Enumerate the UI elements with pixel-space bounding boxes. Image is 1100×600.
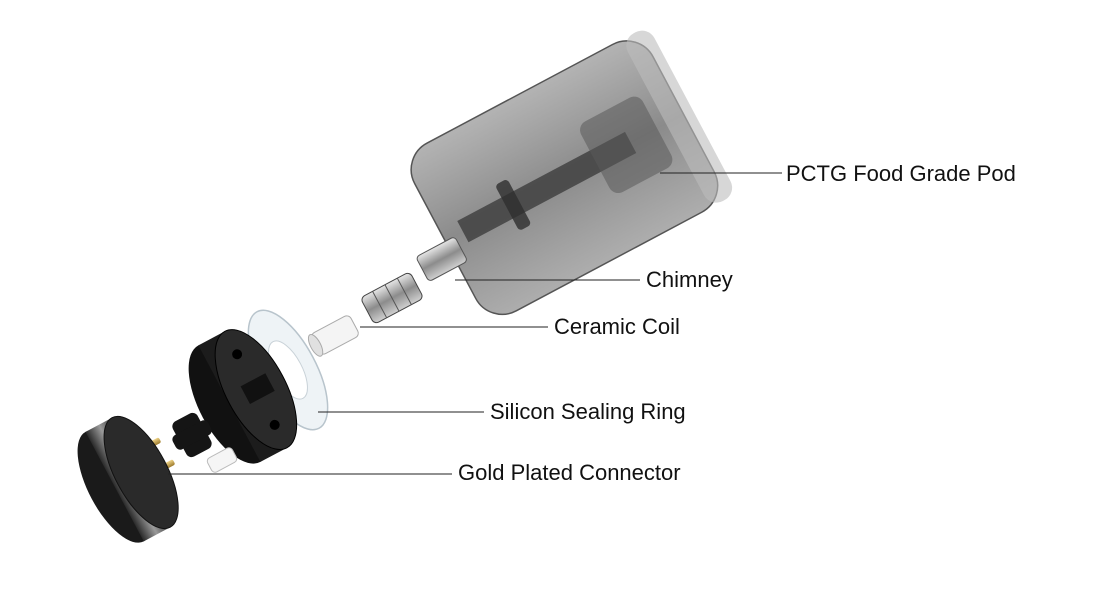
ceramic-coil: [307, 315, 359, 357]
callout-gold-plated-connector: Gold Plated Connector: [458, 460, 681, 485]
black-connector-base: [172, 412, 212, 458]
bottom-cap: [77, 415, 179, 543]
callout-ceramic-coil: Ceramic Coil: [554, 314, 680, 339]
pctg-pod: [410, 30, 733, 316]
leader-lines: [168, 172, 782, 475]
chimney-part: [416, 237, 467, 281]
coil-sleeve: [361, 272, 423, 324]
black-housing: [188, 329, 298, 464]
callout-chimney: Chimney: [646, 267, 733, 292]
white-insulator: [206, 447, 238, 473]
callout-pod: PCTG Food Grade Pod: [786, 161, 1016, 186]
callout-silicon-sealing-ring: Silicon Sealing Ring: [490, 399, 686, 424]
